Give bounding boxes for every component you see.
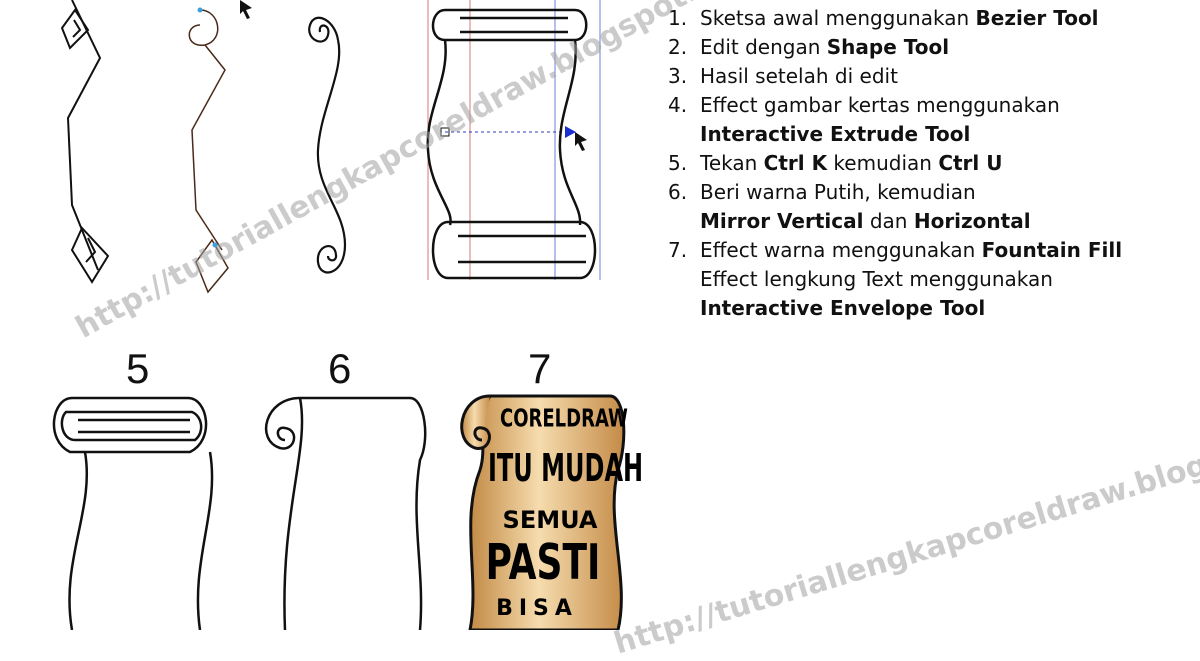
illustration — [52, 0, 626, 630]
step-1: 1.Sketsa awal menggunakan Bezier Tool — [668, 6, 1099, 30]
scroll-5 — [52, 396, 214, 630]
cursor-icon — [575, 132, 587, 151]
sketch-4 — [426, 0, 601, 280]
step-7: 7.Effect warna menggunakan Fountain Fill — [668, 238, 1123, 262]
step-4: 4.Effect gambar kertas menggunakan — [668, 93, 1060, 117]
scroll-text-line-4: PASTI — [485, 536, 601, 592]
figure-label-7: 7 — [528, 345, 552, 392]
step-5: 5.Tekan Ctrl K kemudian Ctrl U — [668, 151, 1003, 175]
scroll-text-line-1: CORELDRAW — [500, 404, 628, 434]
step-2: 2.Edit dengan Shape Tool — [668, 35, 950, 59]
scroll-text-line-5: BISA — [496, 596, 578, 621]
step-6-cont: Mirror Vertical dan Horizontal — [700, 209, 1031, 233]
step-7-cont: Effect lengkung Text menggunakan — [700, 267, 1053, 291]
scroll-7 — [460, 394, 626, 630]
sketch-3 — [308, 16, 347, 274]
step-4-cont: Interactive Extrude Tool — [700, 122, 971, 146]
cursor-icon — [240, 0, 252, 19]
step-6: 6.Beri warna Putih, kemudian — [668, 180, 976, 204]
scroll-text-line-2: ITU MUDAH — [488, 446, 644, 491]
figure-label-5: 5 — [126, 345, 150, 392]
sketch-2 — [188, 7, 229, 294]
step-7-cont-2: Interactive Envelope Tool — [700, 296, 986, 320]
sketch-1 — [60, 0, 110, 284]
scroll-6 — [264, 396, 427, 630]
scroll-text-line-3: SEMUA — [502, 506, 598, 534]
steps-list: 1.Sketsa awal menggunakan Bezier Tool 2.… — [668, 4, 1188, 323]
figure-label-6: 6 — [328, 345, 352, 392]
step-3: 3.Hasil setelah di edit — [668, 64, 898, 88]
